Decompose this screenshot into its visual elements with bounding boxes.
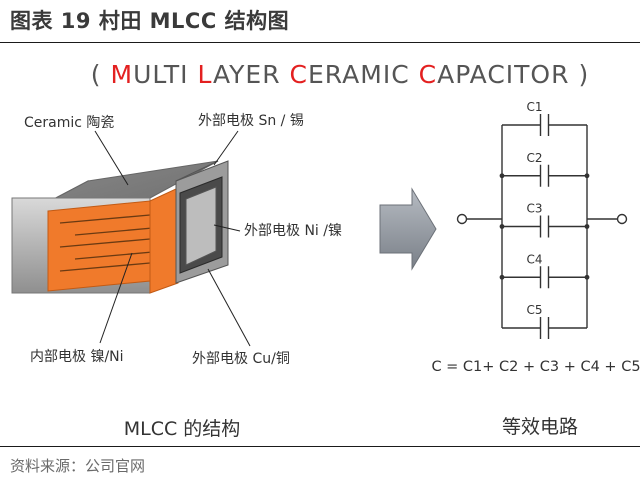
junction-dot xyxy=(584,224,590,229)
capacitor-label-5: C5 xyxy=(526,303,542,317)
leader-lines xyxy=(94,130,251,347)
capacitor-4 xyxy=(502,266,587,289)
source-note: 资料来源：公司官网 xyxy=(10,457,146,475)
label-cu-electrode: 外部电极 Cu/铜 xyxy=(192,351,290,367)
capacitor-5 xyxy=(502,317,587,339)
structure-caption: MLCC 的结构 xyxy=(124,418,241,440)
arrow-right-icon xyxy=(379,187,437,271)
circuit-junctions xyxy=(499,173,590,280)
terminal-sn xyxy=(185,186,217,266)
junction-dot xyxy=(584,274,590,280)
label-inner-electrode: 内部电极 镍/Ni xyxy=(30,349,124,365)
junction-dot xyxy=(584,173,590,179)
mlcc-full-name: ( MULTI LAYER CERAMIC CAPACITOR ) xyxy=(91,60,589,89)
capacitance-formula: C = C1+ C2 + C3 + C4 + C5 xyxy=(431,359,640,375)
capacitor-label-2: C2 xyxy=(526,151,542,165)
top-rule xyxy=(0,42,640,43)
left-terminal xyxy=(456,213,468,225)
ceramic-side xyxy=(149,187,179,294)
junction-dot xyxy=(499,274,505,280)
label-ni-electrode: 外部电极 Ni /镍 xyxy=(244,223,342,239)
bottom-rule xyxy=(0,446,640,447)
label-ceramic: Ceramic 陶瓷 xyxy=(24,115,114,131)
equivalent-caption: 等效电路 xyxy=(502,416,578,438)
capacitor-label-4: C4 xyxy=(526,252,542,266)
capacitor-label-1: C1 xyxy=(526,100,542,114)
right-terminal xyxy=(616,213,628,225)
junction-dot xyxy=(499,224,505,229)
mlcc-chip-illustration xyxy=(11,160,229,294)
capacitor-label-3: C3 xyxy=(526,202,542,216)
ceramic-layer xyxy=(47,200,151,292)
capacitor-1 xyxy=(502,114,587,136)
capacitor-2 xyxy=(502,164,587,187)
figure-title: 图表 19 村田 MLCC 结构图 xyxy=(10,9,290,33)
capacitor-3 xyxy=(502,215,587,238)
junction-dot xyxy=(499,173,505,179)
mlcc-diagram: ( MULTI LAYER CERAMIC CAPACITOR ) xyxy=(11,60,640,440)
label-sn-electrode: 外部电极 Sn / 锡 xyxy=(198,113,304,129)
